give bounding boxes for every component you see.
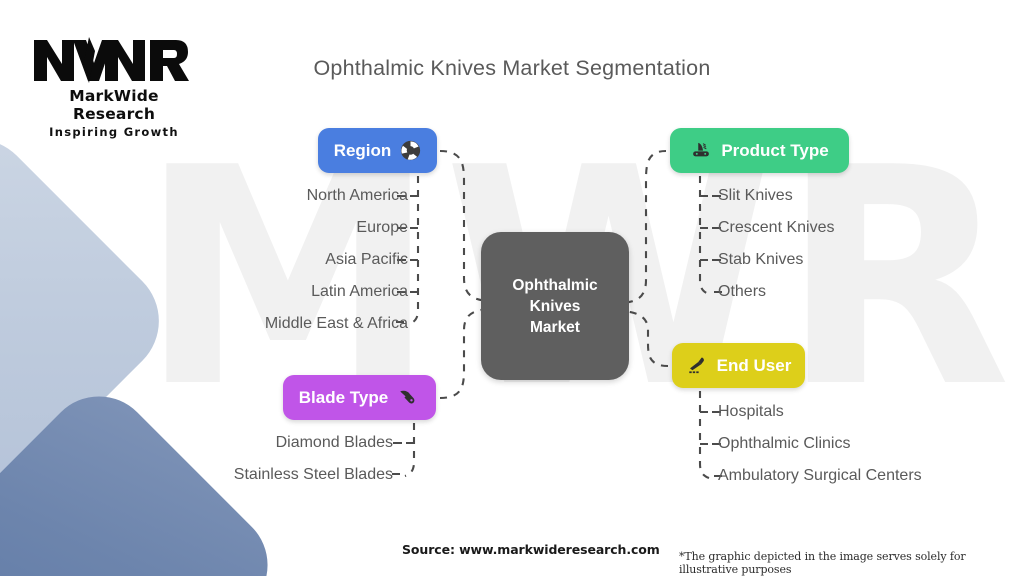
list-item: Ambulatory Surgical Centers: [718, 467, 922, 484]
branch-node-product-type[interactable]: Product Type: [670, 128, 849, 173]
globe-icon: [400, 140, 421, 161]
disclaimer-text: *The graphic depicted in the image serve…: [679, 550, 966, 576]
brand-name: MarkWide Research: [69, 87, 159, 123]
branch-items-blade-type: Diamond Blades Stainless Steel Blades: [150, 427, 393, 491]
branch-items-region: North America Europe Asia Pacific Latin …: [150, 180, 408, 340]
branch-node-region[interactable]: Region: [318, 128, 437, 173]
source-credit: Source: www.markwideresearch.com: [402, 542, 660, 557]
list-item: Middle East & Africa: [264, 315, 408, 332]
list-item: Others: [718, 283, 767, 300]
branch-label-product-type: Product Type: [721, 140, 829, 160]
branch-node-end-user[interactable]: End User: [672, 343, 805, 388]
center-node: Ophthalmic Knives Market: [481, 232, 629, 380]
list-item: North America: [306, 187, 408, 204]
branch-label-region: Region: [333, 140, 392, 160]
list-item: Diamond Blades: [275, 434, 393, 451]
list-item: Latin America: [311, 283, 408, 300]
center-label-line1: Ophthalmic: [512, 276, 598, 294]
center-label-line3: Market: [530, 318, 580, 336]
scalpel-icon: [686, 355, 708, 377]
list-item: Stab Knives: [718, 251, 804, 268]
blade-knife-icon: [397, 386, 420, 409]
page-title: Ophthalmic Knives Market Segmentation: [313, 56, 711, 80]
list-item: Stainless Steel Blades: [233, 466, 393, 483]
brand-tagline: Inspiring Growth: [49, 125, 179, 139]
list-item: Asia Pacific: [325, 251, 408, 268]
list-item: Slit Knives: [718, 187, 793, 204]
branch-label-blade-type: Blade Type: [298, 387, 389, 407]
branch-items-end-user: Hospitals Ophthalmic Clinics Ambulatory …: [718, 396, 1018, 492]
list-item: Crescent Knives: [718, 219, 835, 236]
center-label-line2: Knives: [529, 297, 581, 315]
list-item: Ophthalmic Clinics: [718, 435, 851, 452]
branch-node-blade-type[interactable]: Blade Type: [283, 375, 436, 420]
list-item: Hospitals: [718, 403, 784, 420]
branch-items-product-type: Slit Knives Crescent Knives Stab Knives …: [718, 180, 1018, 308]
branch-label-end-user: End User: [716, 355, 792, 375]
list-item: Europe: [356, 219, 408, 236]
mwr-monogram-icon: [34, 37, 189, 83]
pocket-knife-icon: [690, 140, 712, 162]
brand-logo: MarkWide Research Inspiring Growth: [26, 34, 202, 139]
